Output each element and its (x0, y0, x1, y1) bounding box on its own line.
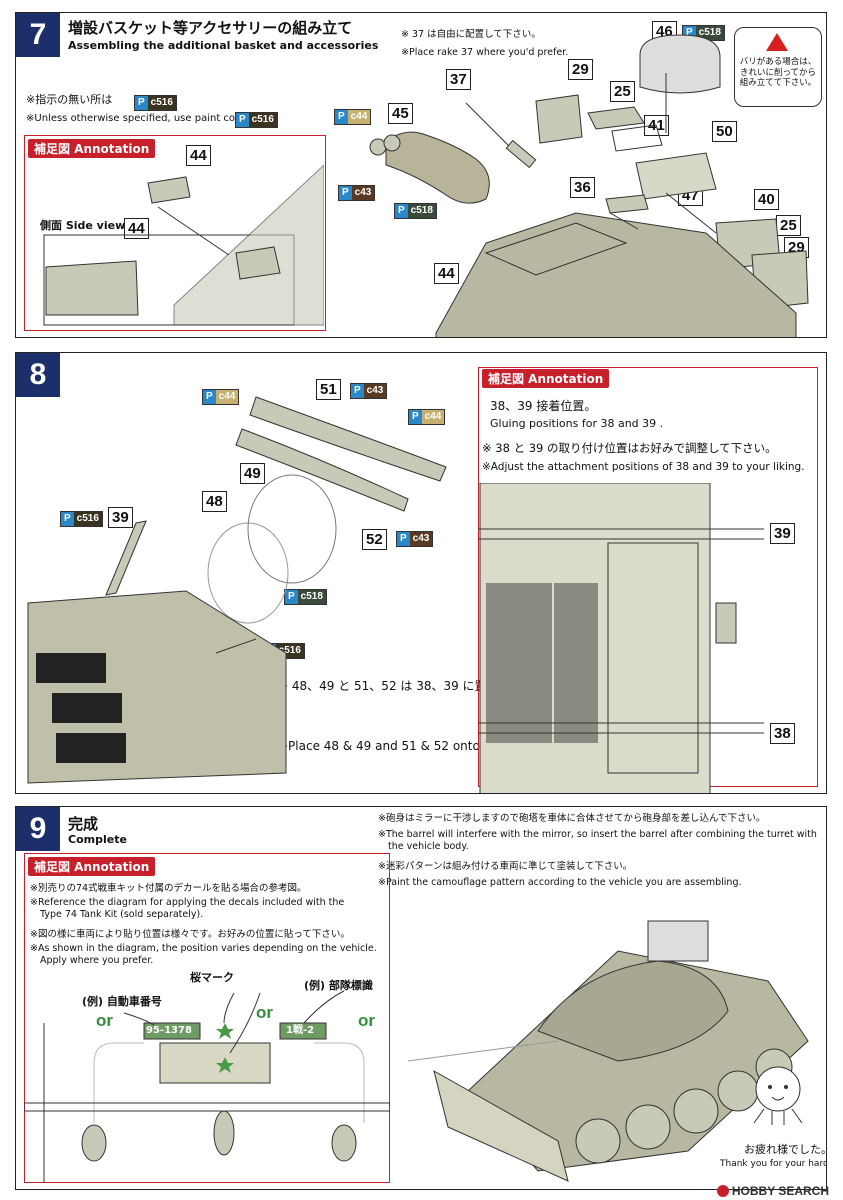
step9-number: 9 (16, 807, 60, 851)
step9-title-en: Complete (68, 833, 127, 846)
step7-note-rake-en: ※Place rake 37 where you'd prefer. (401, 47, 569, 58)
part-39-a: 39 (108, 507, 133, 528)
step7-title-ja: 増設バスケット等アクセサリーの組み立て (68, 19, 353, 37)
step9-annotation-label: 補足図 Annotation (28, 857, 156, 876)
part-25-b: 25 (776, 215, 801, 236)
step9-label-sakura: 桜マーク (190, 971, 234, 984)
step7-note-paint-en: ※Unless otherwise specified, use paint c… (26, 113, 249, 124)
step9-barrel-ja: ※砲身はミラーに干渉しますので砲塔を車体に合体させてから砲身部を差し込んで下さい… (378, 813, 766, 824)
part-39-b: 39 (770, 523, 795, 544)
step9-camo-ja: ※迷彩パターンは組み付ける車両に準じて塗装して下さい。 (378, 861, 633, 872)
step8-annotation-label: 補足図 Annotation (482, 369, 610, 388)
step9-barrel-en2: the vehicle body. (388, 841, 469, 852)
part-51: 51 (316, 379, 341, 400)
step8-place-en: ※Place 48 & 49 and 51 & 52 onto 38 & 39 … (278, 739, 539, 753)
part-44-b: 44 (124, 218, 149, 239)
step7-note-rake-ja: ※ 37 は自由に配置して下さい。 (401, 29, 541, 40)
step7-annotation-drawing (43, 164, 324, 326)
step7-warning-text: バリがある場合は、きれいに削ってから組み立てて下さい。 (739, 57, 817, 89)
part-25-a: 25 (610, 81, 635, 102)
step9-label-plate: (例) 自動車番号 (82, 995, 162, 1008)
part-29-a: 29 (568, 59, 593, 80)
step9-decal-en2: Type 74 Tank Kit (sold separately). (40, 909, 204, 920)
part-50: 50 (712, 121, 737, 142)
step8-adjust-ja: ※ 38 と 39 の取り付け位置はお好みで調整して下さい。 (482, 441, 777, 455)
part-45: 45 (388, 103, 413, 124)
step9-thanks-ja: お疲れ様でした。 (744, 1143, 827, 1156)
step7-note-paint-ja: ※指示の無い所は (26, 93, 113, 106)
part-52: 52 (362, 529, 387, 550)
step8-glue-en: Gluing positions for 38 and 39 . (490, 417, 664, 430)
warning-icon (766, 33, 788, 51)
step9-or-b: or (256, 1003, 273, 1022)
step9-pos-en1: ※As shown in the diagram, the position v… (30, 943, 377, 954)
step9-decal-ja: ※別売りの74式戦車キット付属のデカールを貼る場合の参考図。 (30, 883, 307, 894)
step8-adjust-en: ※Adjust the attachment positions of 38 a… (482, 461, 805, 473)
step9-pos-en2: Apply where you prefer. (40, 955, 154, 966)
watermark: HOBBY SEARCH (716, 1184, 829, 1198)
step9-decal-en1: ※Reference the diagram for applying the … (30, 897, 345, 908)
step8-glue-ja: 38、39 接着位置。 (490, 399, 597, 413)
step7-panel: 7 増設バスケット等アクセサリーの組み立て Assembling the add… (15, 12, 827, 338)
step9-thanks-en: Thank you for your hard work. (720, 1159, 827, 1169)
mascot-icon (753, 1066, 803, 1125)
step9-or-a: or (96, 1011, 113, 1030)
step7-side-view: 側面 Side view (40, 219, 126, 232)
step8-annotation-drawing (478, 483, 764, 793)
step9-label-unit: (例) 部隊標識 (304, 979, 373, 992)
part-44-c: 44 (434, 263, 459, 284)
part-49: 49 (240, 463, 265, 484)
step9-plate-num: 95-1378 (146, 1025, 192, 1036)
step9-unit-mark: 1戦-2 (286, 1025, 315, 1036)
step9-or-c: or (358, 1011, 375, 1030)
part-40: 40 (754, 189, 779, 210)
step7-number: 7 (16, 13, 60, 57)
step9-decal-drawing (24, 990, 390, 1183)
step7-annotation-label: 補足図 Annotation (28, 139, 156, 158)
part-44-a: 44 (186, 145, 211, 166)
step7-annotation-box (24, 135, 326, 331)
step9-title-ja: 完成 (68, 815, 99, 833)
watermark-logo-icon (716, 1185, 729, 1197)
step9-tank-drawing (407, 920, 809, 1182)
part-48: 48 (202, 491, 227, 512)
step7-title-en: Assembling the additional basket and acc… (68, 39, 379, 52)
step9-panel: 9 完成 Complete ※砲身はミラーに干渉しますので砲塔を車体に合体させて… (15, 806, 827, 1190)
part-38-b: 38 (770, 723, 795, 744)
part-37: 37 (446, 69, 471, 90)
step8-number: 8 (16, 353, 60, 397)
part-36: 36 (570, 177, 595, 198)
step9-camo-en: ※Paint the camouflage pattern according … (378, 877, 742, 888)
step8-parts-drawing (27, 396, 447, 784)
step9-barrel-en1: ※The barrel will interfere with the mirr… (378, 829, 817, 840)
step7-parts-drawing (369, 34, 809, 337)
step9-pos-ja: ※図の様に車両により貼り位置は様々です。お好みの位置に貼って下さい。 (30, 929, 350, 940)
step9-annotation-box (24, 853, 390, 1183)
